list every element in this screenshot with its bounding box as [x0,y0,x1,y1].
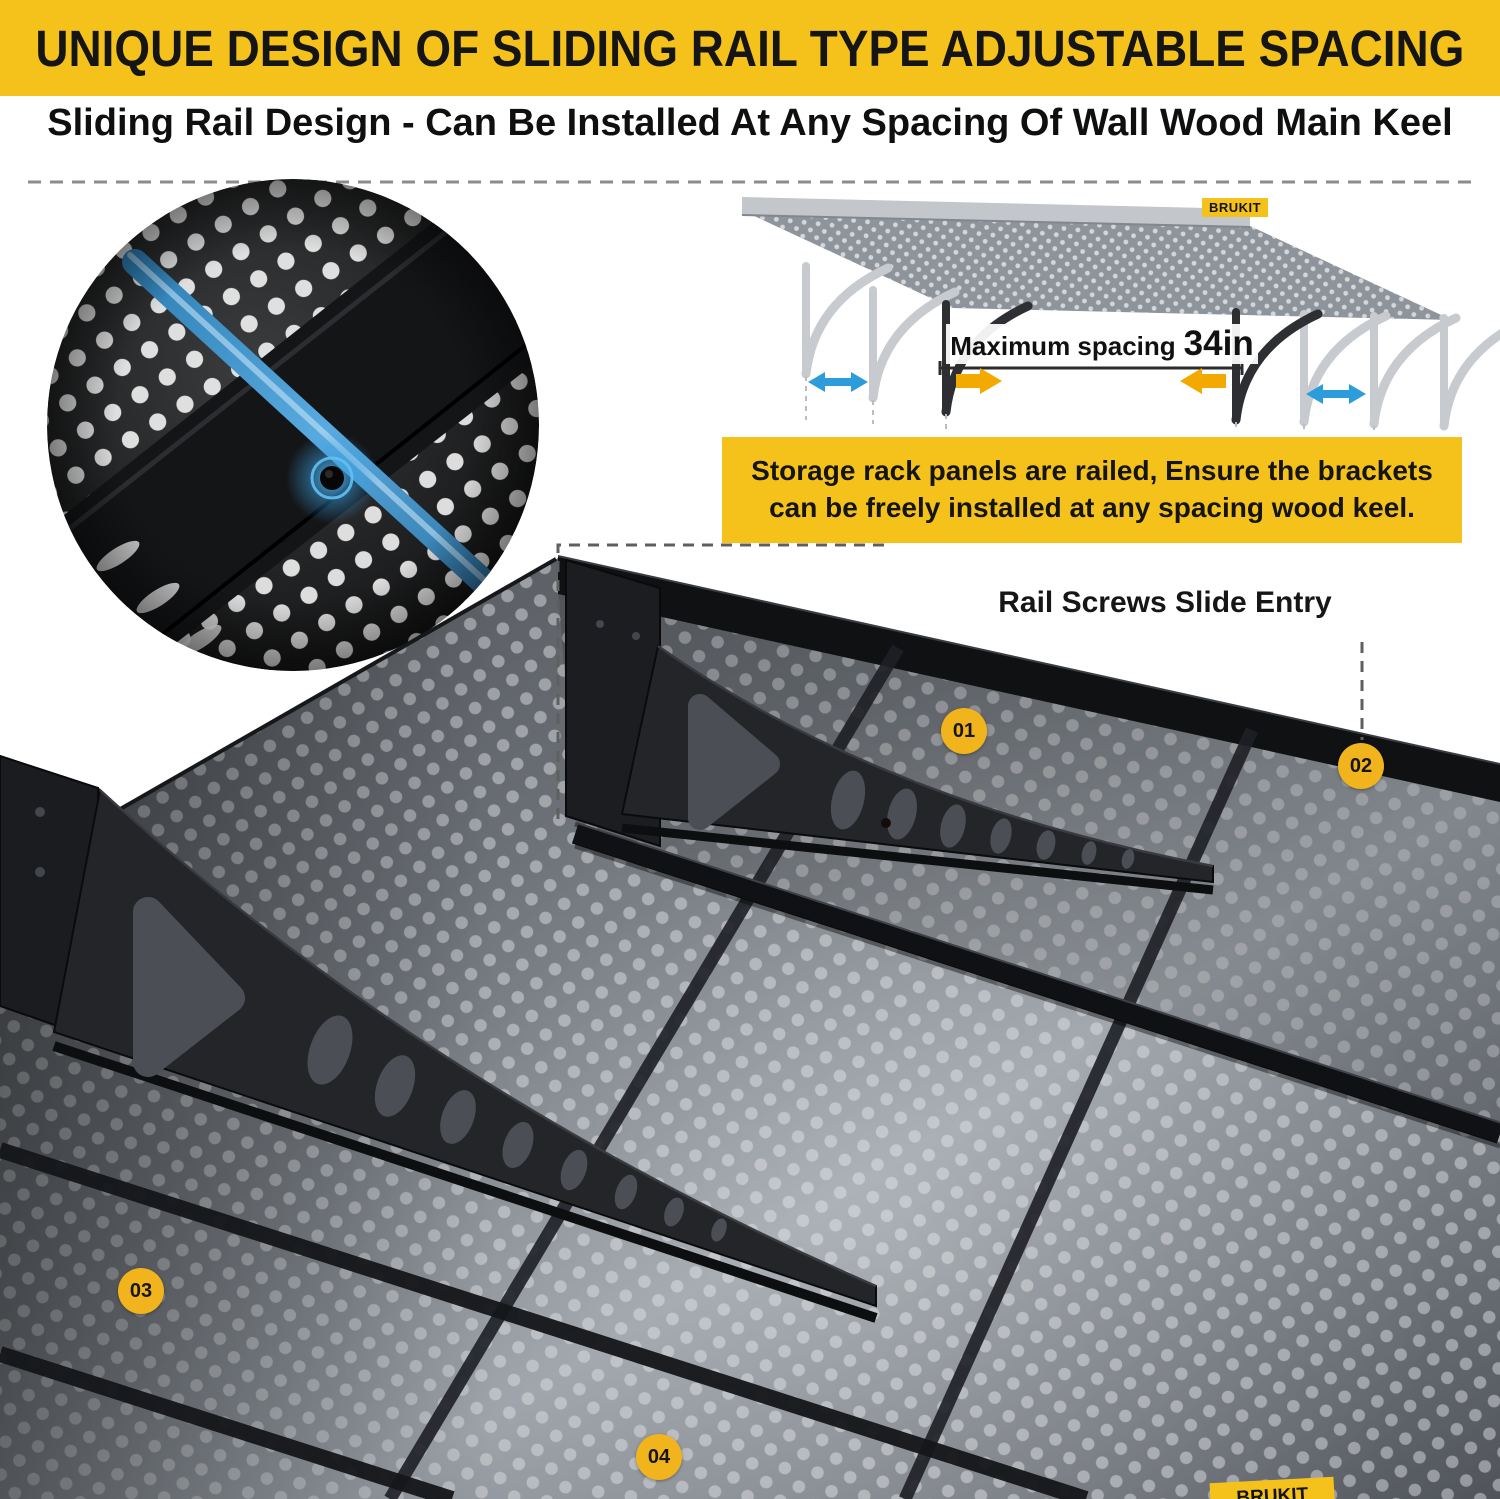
brand-logo: BRUKIT [1202,198,1269,217]
note-box: Storage rack panels are railed, Ensure t… [722,437,1462,543]
rail-bolt [881,818,891,828]
bracket2-base-rail [52,1041,878,1323]
mount-screw [35,807,45,817]
bracket-guide-dashes [805,376,1375,430]
slide-rail-shadow [574,843,1500,1149]
back-rim-highlight [557,555,1500,765]
bracket1-base-rail [621,823,1214,895]
rack-illustration [741,197,1500,430]
divider-bracket-1-edge [657,644,1214,868]
panel-seam [899,727,1258,1499]
step-badge-02: 02 [1338,743,1384,789]
bracket2-holes [133,897,727,1242]
inset-vignette [47,179,539,671]
step-badge-03: 03 [118,1268,164,1314]
bottom-brand-logo: BRUKIT [1209,1476,1335,1499]
back-rim [558,556,1500,802]
note-line-2: can be freely installed at any spacing w… [769,492,1415,523]
mount-screw [596,620,604,628]
shelf-front-edge [742,197,1250,227]
mount-screw [35,867,45,877]
subtitle: Sliding Rail Design - Can Be Installed A… [47,102,1453,144]
slide-rail [571,824,1500,1144]
step-badge-01: 01 [941,708,987,754]
bottom-brand-text: BRUKIT [1236,1484,1309,1499]
yellow-arrow-right-icon [956,368,1002,394]
rail-screws-callout: Rail Screws Slide Entry [998,586,1332,619]
max-spacing-value: 34in [1183,324,1254,363]
step-badge-04: 04 [636,1434,682,1480]
cross-rail [0,1142,1089,1499]
zoom-inset-photo [47,179,539,671]
note-line-1: Storage rack panels are railed, Ensure t… [751,455,1433,487]
header-banner: UNIQUE DESIGN OF SLIDING RAIL TYPE ADJUS… [0,0,1500,96]
shelf-underside-perforation [750,214,1452,320]
callout-connectors [556,543,1364,820]
blue-slide-arrow-icon [808,372,868,392]
bracket1-holes [688,694,1135,869]
yellow-arrow-left-icon [1180,368,1226,394]
cross-rail [0,1346,455,1499]
max-spacing-label: Maximum spacing [950,331,1176,361]
shelf-front-edge-shadow [741,214,1251,228]
mount-screw [632,632,640,640]
main-product-photo: BRUKIT [0,555,1500,1499]
page-title: UNIQUE DESIGN OF SLIDING RAIL TYPE ADJUS… [35,19,1465,77]
divider-bracket-2-edge [99,789,877,1288]
max-spacing-callout: Maximum spacing 34in [946,324,1258,364]
